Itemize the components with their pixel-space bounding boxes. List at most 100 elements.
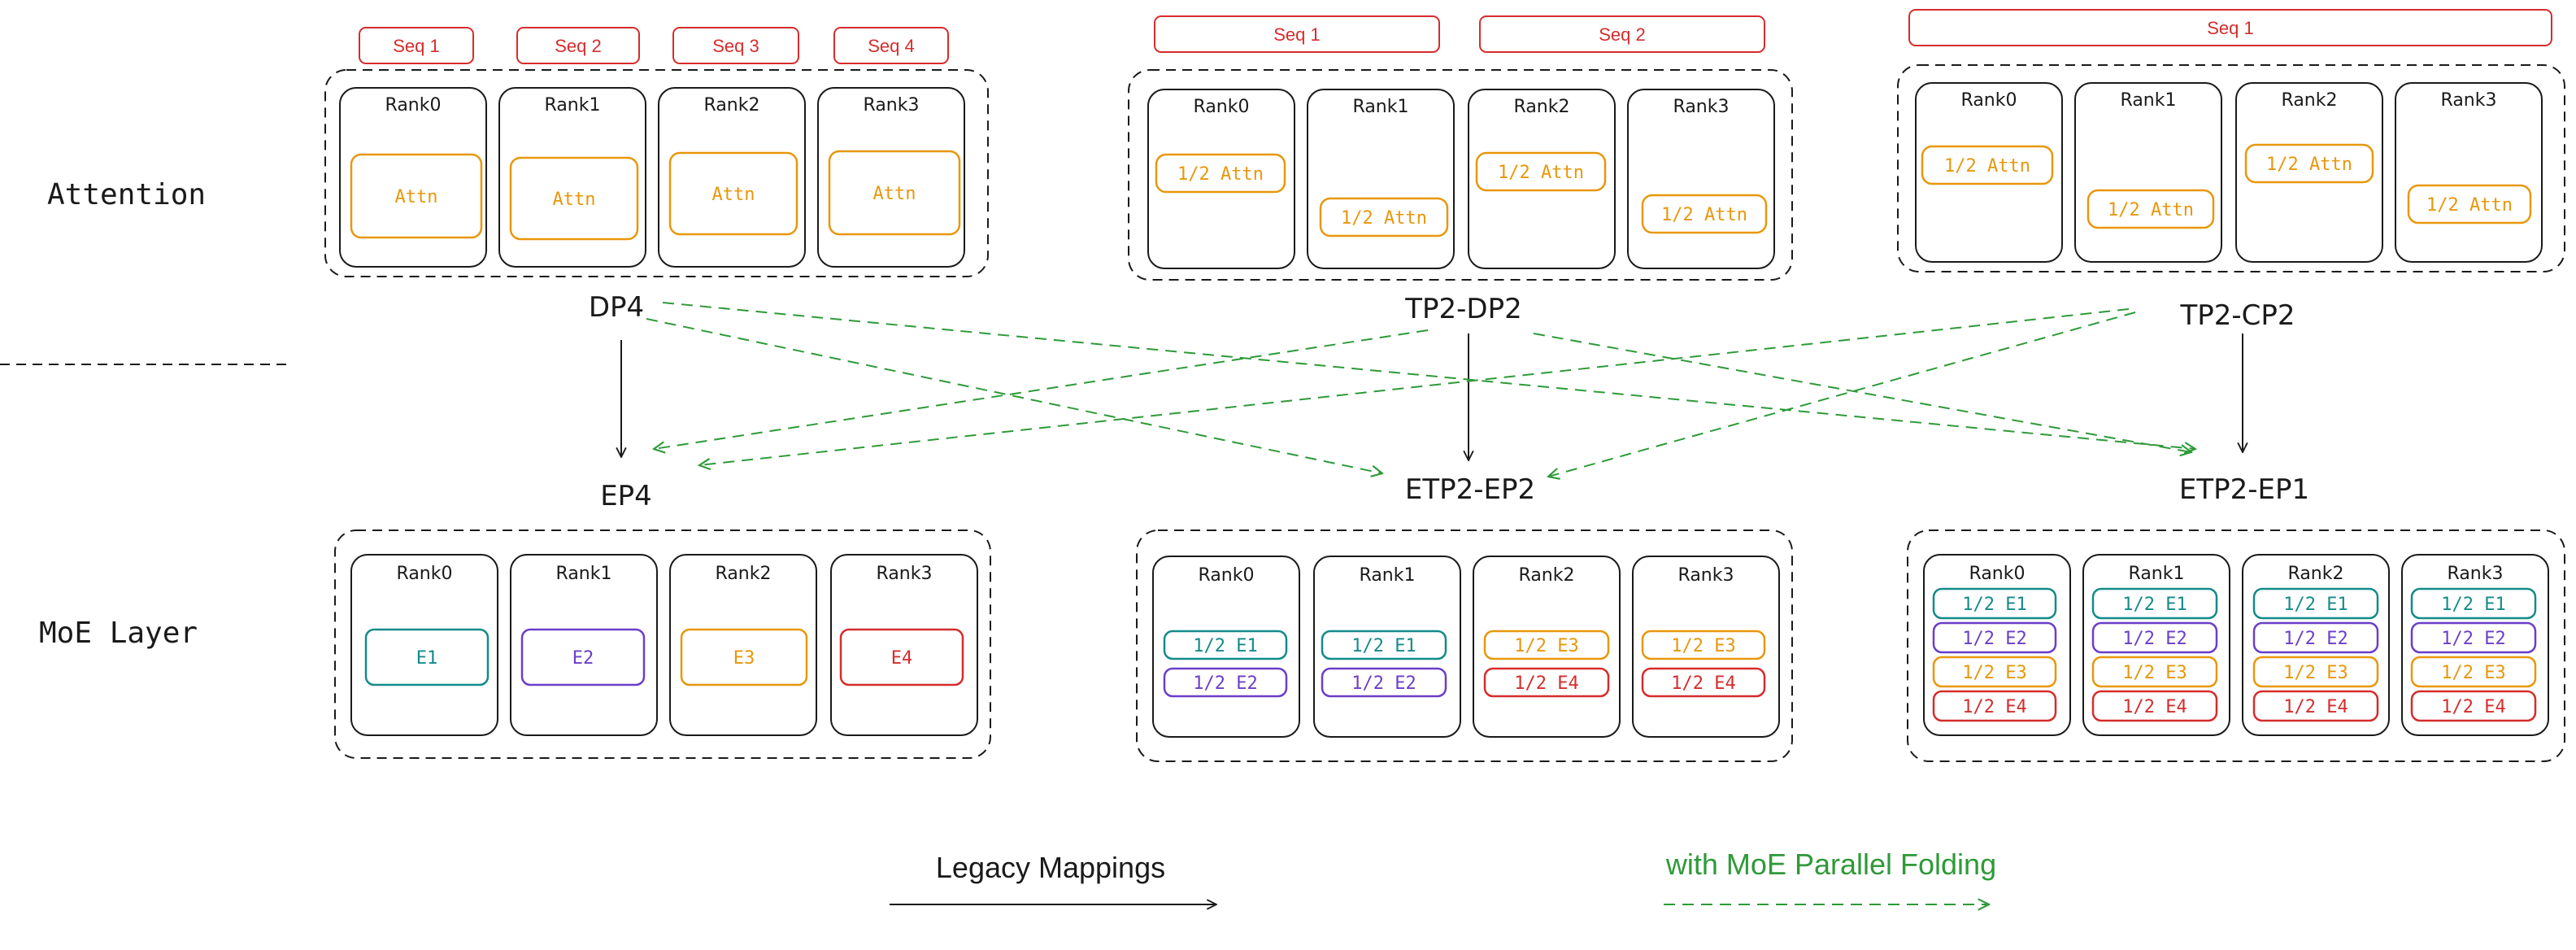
attention-layer-label: Attention bbox=[47, 178, 206, 211]
folding-arrow-tp2dp2-ep4 bbox=[654, 329, 1429, 449]
expert-label: 1/2 E2 bbox=[1193, 673, 1257, 694]
folding-arrow-tp2cp2-etp2ep2 bbox=[1548, 312, 2136, 477]
sequence-tag bbox=[833, 27, 949, 64]
folding-arrow-dp4-etp2ep2 bbox=[646, 318, 1382, 473]
expert-block bbox=[1641, 630, 1766, 660]
expert-label: 1/2 E1 bbox=[1351, 636, 1416, 656]
attention-block-label: 1/2 Attn bbox=[1944, 156, 2030, 176]
rank-label: Rank1 bbox=[556, 564, 612, 584]
expert-block bbox=[2091, 656, 2218, 688]
sequence-tag bbox=[516, 27, 640, 64]
expert-block bbox=[2410, 656, 2537, 688]
expert-label: 1/2 E2 bbox=[2283, 629, 2348, 649]
legend: Legacy Mappings with MoE Parallel Foldin… bbox=[890, 848, 1996, 904]
expert-label: 1/2 E4 bbox=[1671, 673, 1735, 694]
rank-label: Rank0 bbox=[385, 95, 442, 115]
moe-layer-label: MoE Layer bbox=[39, 617, 198, 650]
expert-block bbox=[1163, 667, 1288, 698]
attention-block-label: 1/2 Attn bbox=[1177, 164, 1264, 185]
attention-block-label: Attn bbox=[395, 187, 438, 207]
expert-label: 1/2 E4 bbox=[2441, 697, 2505, 717]
expert-label: E1 bbox=[416, 648, 438, 669]
expert-block bbox=[2091, 621, 2218, 654]
expert-label: 1/2 E3 bbox=[1514, 636, 1578, 656]
rank-label: Rank2 bbox=[704, 95, 760, 115]
rank-label: Rank0 bbox=[1969, 564, 2026, 584]
expert-block bbox=[2410, 587, 2537, 620]
rank-label: Rank0 bbox=[1194, 97, 1250, 117]
expert-block bbox=[2410, 690, 2537, 722]
group-label-etp2-ep2: ETP2-EP2 bbox=[1405, 473, 1535, 506]
sequence-label: Seq 1 bbox=[1273, 24, 1321, 45]
sequence-label: Seq 3 bbox=[712, 36, 759, 56]
expert-label: 1/2 E2 bbox=[2441, 629, 2505, 649]
legacy-arrows bbox=[621, 333, 2243, 460]
attention-block bbox=[1319, 197, 1449, 238]
legend-legacy-label: Legacy Mappings bbox=[936, 851, 1165, 884]
expert-label: 1/2 E4 bbox=[1962, 697, 2026, 717]
expert-block bbox=[2091, 690, 2218, 722]
group-label-etp2-ep1: ETP2-EP1 bbox=[2179, 473, 2309, 506]
group-label-ep4: EP4 bbox=[600, 480, 652, 512]
attention-block-label: 1/2 Attn bbox=[2108, 200, 2194, 220]
attention-block bbox=[350, 153, 483, 239]
rank-label: Rank2 bbox=[1519, 565, 1575, 586]
attention-block bbox=[668, 151, 798, 236]
expert-label: 1/2 E3 bbox=[2122, 663, 2187, 683]
attention-block-label: 1/2 Attn bbox=[1498, 163, 1584, 183]
attention-block bbox=[1475, 151, 1607, 192]
expert-label: 1/2 E1 bbox=[2441, 595, 2505, 615]
rank-label: Rank3 bbox=[1673, 97, 1730, 117]
expert-label: 1/2 E1 bbox=[1193, 636, 1257, 656]
expert-label: E3 bbox=[733, 648, 755, 669]
group-label-tp2-cp2: TP2-CP2 bbox=[2179, 299, 2295, 332]
expert-block bbox=[1932, 656, 2057, 688]
folding-arrow-tp2dp2-etp2ep1 bbox=[1533, 333, 2191, 452]
expert-block bbox=[1932, 690, 2057, 722]
expert-label: 1/2 E2 bbox=[1962, 629, 2026, 649]
rank-label: Rank2 bbox=[1514, 97, 1570, 117]
expert-label: 1/2 E4 bbox=[2122, 697, 2187, 717]
expert-label: 1/2 E2 bbox=[1351, 673, 1416, 694]
attention-block-label: 1/2 Attn bbox=[2426, 195, 2513, 216]
expert-label: E2 bbox=[572, 648, 594, 669]
expert-block bbox=[2252, 587, 2379, 620]
rank-label: Rank3 bbox=[877, 564, 933, 584]
attention-block-label: Attn bbox=[712, 185, 755, 205]
rank-label: Rank0 bbox=[1961, 90, 2017, 111]
rank-label: Rank2 bbox=[2282, 90, 2338, 111]
expert-label: 1/2 E1 bbox=[2283, 595, 2348, 615]
rank-label: Rank3 bbox=[2448, 564, 2504, 584]
sequence-tag bbox=[359, 27, 474, 64]
expert-block bbox=[1483, 630, 1610, 660]
rank-label: Rank0 bbox=[1199, 565, 1255, 586]
expert-block bbox=[1321, 630, 1447, 660]
rank-label: Rank3 bbox=[2441, 90, 2497, 111]
expert-label: 1/2 E4 bbox=[2283, 697, 2348, 717]
legend-folding-label: with MoE Parallel Folding bbox=[1665, 848, 1996, 881]
attention-block-label: 1/2 Attn bbox=[1661, 205, 1747, 225]
attention-block-label: 1/2 Attn bbox=[1341, 208, 1427, 229]
expert-block bbox=[1321, 667, 1447, 698]
sequence-label: Seq 1 bbox=[2207, 18, 2254, 38]
expert-label: 1/2 E1 bbox=[1962, 595, 2026, 615]
attention-block bbox=[1921, 145, 2054, 185]
attention-block bbox=[1641, 194, 1768, 234]
expert-block bbox=[680, 628, 808, 686]
rank-label: Rank1 bbox=[2121, 90, 2177, 111]
expert-block bbox=[364, 628, 490, 686]
sequence-label: Seq 1 bbox=[393, 36, 440, 56]
attention-block-label: Attn bbox=[553, 190, 596, 210]
expert-block bbox=[2410, 621, 2537, 654]
attention-block-label: 1/2 Attn bbox=[2266, 155, 2352, 175]
expert-label: 1/2 E3 bbox=[1962, 663, 2026, 683]
expert-block bbox=[2091, 587, 2218, 620]
group-label-tp2-dp2: TP2-DP2 bbox=[1404, 293, 1522, 325]
